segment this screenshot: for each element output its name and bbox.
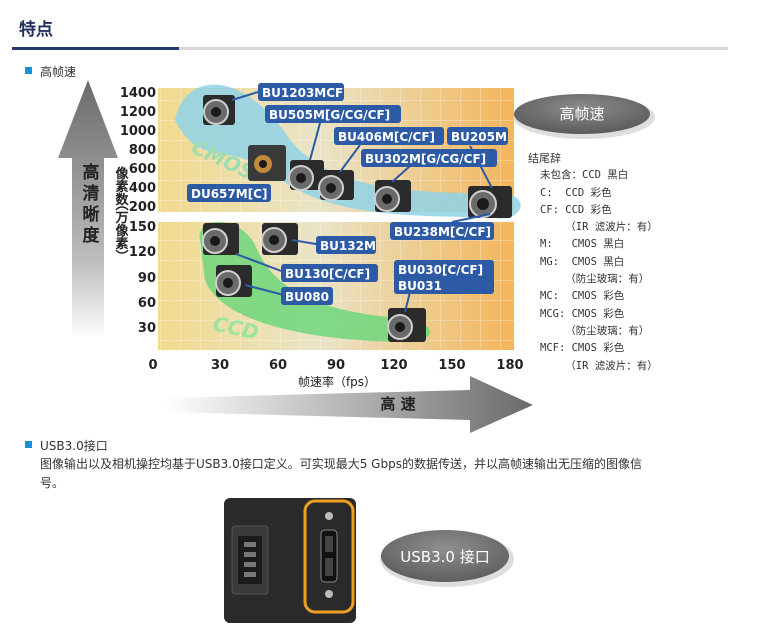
usb3-description-line2: 号。	[40, 476, 65, 490]
legend-item: MCF: CMOS 彩色	[540, 342, 625, 355]
y-tick-label: 600	[129, 162, 156, 177]
usb-highlight-frame	[303, 499, 355, 614]
x-tick-label: 30	[211, 358, 229, 373]
model-label-bu030: BU030[C/CF]	[398, 263, 483, 277]
model-label-bu238m: BU238M[C/CF]	[394, 225, 491, 239]
usb3-badge-label: USB3.0 接口	[400, 548, 489, 566]
y-tick-label: 150	[129, 220, 156, 235]
legend-title: 结尾辞	[528, 152, 561, 165]
y-tick-label: 1200	[120, 105, 156, 120]
model-label-box	[390, 222, 494, 240]
model-label-box	[265, 105, 401, 123]
y-tick-label: 1000	[120, 124, 156, 139]
y-tick-label: 120	[129, 245, 156, 260]
model-label-bu132m: BU132M	[320, 239, 376, 253]
usb3-port-image: USB3.0 接口	[222, 496, 522, 630]
resolution-arrow	[58, 80, 118, 338]
bullet-square-icon	[25, 67, 32, 74]
model-label-box	[361, 149, 497, 167]
arrow-text-char: 高	[83, 162, 100, 183]
x-tick-label: 90	[327, 358, 345, 373]
x-axis-label: 帧速率（fps）	[298, 374, 376, 389]
camera-icon	[203, 95, 235, 125]
model-label-bu505m: BU505M[G/CG/CF]	[269, 108, 390, 122]
legend-item: 未包含：CCD 黑白	[540, 169, 629, 182]
y-tick-label: 60	[138, 296, 156, 311]
model-label-box	[316, 236, 376, 254]
title-divider	[12, 47, 728, 50]
page-title: 特点	[19, 20, 53, 40]
model-label-box	[187, 184, 271, 202]
model-label-bu302m: BU302M[G/CG/CF]	[365, 152, 486, 166]
model-label-bu130: BU130[C/CF]	[285, 267, 370, 281]
cmos-region	[175, 84, 521, 219]
camera-icon	[288, 160, 324, 191]
model-label-box	[258, 83, 344, 101]
camera-icon	[202, 223, 239, 255]
y-tick-label: 90	[138, 271, 156, 286]
y-tick-label: 400	[129, 181, 156, 196]
camera-icon	[387, 308, 426, 342]
legend-item: MCG: CMOS 彩色	[540, 307, 625, 320]
legend-item: C: CCD 彩色	[540, 186, 612, 199]
suffix-legend: 结尾辞 未包含：CCD 黑白 C: CCD 彩色 CF: CCD 彩色 （IR …	[528, 150, 658, 375]
x-tick-label: 120	[380, 358, 407, 373]
camera-icon	[248, 145, 286, 181]
model-label-bu080: BU080	[285, 290, 329, 304]
model-label-box	[281, 287, 333, 305]
model-label-du657m: DU657M[C]	[191, 187, 267, 201]
x-tick-label: 0	[148, 358, 157, 373]
bullet-square-icon	[25, 441, 32, 448]
model-label-box	[334, 127, 444, 145]
usb3-camera-back-illustration: USB3.0 接口	[224, 498, 514, 623]
usb3-badge	[381, 530, 509, 582]
title-divider-accent	[12, 47, 179, 50]
legend-item: MC: CMOS 彩色	[540, 290, 625, 303]
y-tick-label: 1400	[120, 86, 156, 101]
model-label-bu406m: BU406M[C/CF]	[338, 130, 435, 144]
legend-item: MG: CMOS 黑白	[540, 255, 625, 268]
arrow-text-char: 清	[83, 183, 100, 204]
legend-item: （IR 滤波片：有）	[540, 221, 658, 234]
x-tick-label: 60	[269, 358, 287, 373]
legend-item: M: CMOS 黑白	[540, 238, 625, 251]
model-label-bu205m: BU205M	[451, 130, 507, 144]
ccd-region	[199, 221, 430, 343]
usb3-description-line1: 图像输出以及相机操控均基于USB3.0接口定义。可实现最大5 Gbps的数据传送…	[40, 457, 642, 471]
speed-arrow	[165, 376, 533, 433]
high-framerate-badge	[514, 94, 650, 134]
model-label-bu031: BU031	[398, 279, 442, 293]
camera-icon	[215, 265, 252, 297]
x-tick-label: 180	[496, 358, 523, 373]
y-tick-label: 200	[129, 200, 156, 215]
model-label-bu1203mcf: BU1203MCF	[262, 86, 343, 100]
camera-icon	[318, 170, 354, 201]
model-label-box	[447, 127, 508, 145]
camera-icon	[374, 180, 411, 212]
arrow-text-char: 晰	[83, 205, 100, 225]
x-tick-label: 150	[438, 358, 465, 373]
model-label-box	[394, 260, 494, 294]
section-label-usb3: USB3.0接口	[40, 439, 108, 453]
legend-item: （防尘玻璃：有）	[540, 324, 650, 337]
arrow-text-char: 度	[83, 225, 101, 246]
camera-icon	[261, 223, 298, 255]
framerate-resolution-chart: CMOS CCD 1400 1200 1000 800 600 400 200 …	[58, 80, 655, 433]
high-framerate-badge-label: 高帧速	[559, 105, 604, 123]
speed-arrow-label: 高 速	[380, 395, 415, 413]
legend-item: （IR 滤波片：有）	[540, 359, 658, 372]
section-label-high-framerate: 高帧速	[40, 65, 77, 79]
y-tick-label: 30	[138, 321, 156, 336]
model-label-box	[281, 264, 378, 282]
legend-item: CF: CCD 彩色	[540, 203, 612, 216]
camera-icon	[468, 186, 512, 218]
y-axis-label: 像素数	[113, 166, 129, 207]
legend-item: （防尘玻璃：有）	[540, 273, 650, 286]
y-tick-label: 800	[129, 143, 156, 158]
y-axis-label-unit: （万像素）	[113, 198, 130, 263]
